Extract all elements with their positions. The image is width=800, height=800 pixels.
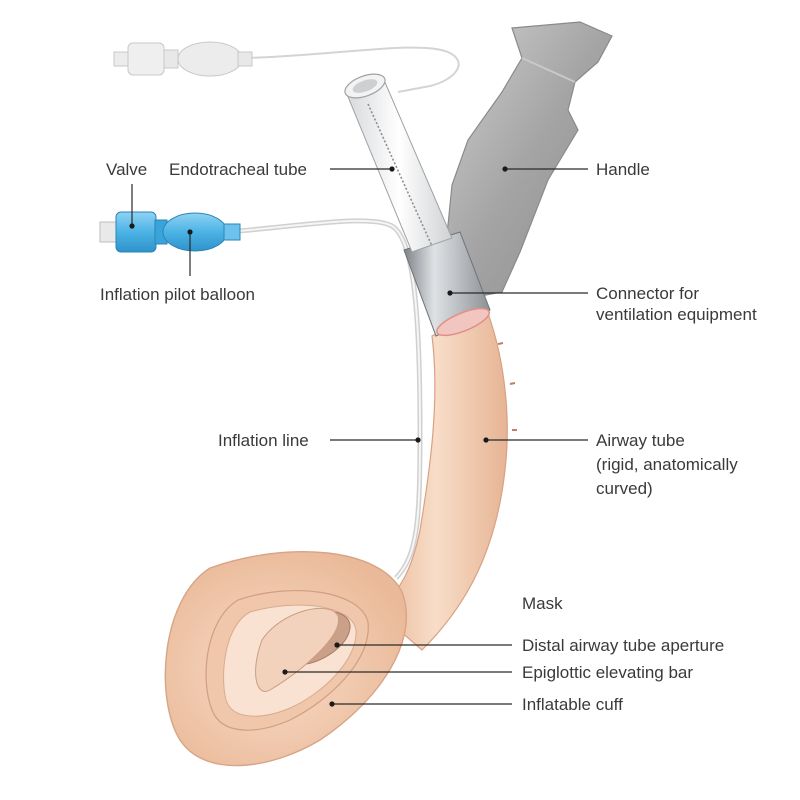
label-handle: Handle	[596, 160, 650, 179]
airway-tube-markings	[497, 342, 517, 431]
mask	[164, 550, 407, 767]
inflation-valve-assembly	[99, 211, 241, 253]
inflation-line	[237, 218, 423, 580]
label-distal-aperture: Distal airway tube aperture	[522, 636, 724, 655]
label-inflatable-cuff: Inflatable cuff	[522, 695, 623, 714]
endotracheal-tube	[345, 79, 453, 253]
label-mask-heading: Mask	[522, 594, 563, 613]
epiglottic-elevating-bar	[255, 608, 339, 692]
label-airway-tube-line2: (rigid, anatomically	[596, 455, 738, 474]
leader-lines	[129, 166, 588, 707]
label-airway-tube-line1: Airway tube	[596, 431, 685, 450]
airway-tube	[377, 307, 508, 651]
label-inflation-pilot-balloon: Inflation pilot balloon	[100, 285, 255, 304]
label-epiglottic-bar: Epiglottic elevating bar	[522, 663, 693, 682]
ghost-valve-assembly	[113, 41, 460, 93]
label-airway-tube-line3: curved)	[596, 479, 653, 498]
label-connector-line1: Connector for	[596, 284, 699, 303]
handle	[444, 21, 613, 299]
label-valve: Valve	[106, 160, 147, 179]
label-connector-line2: ventilation equipment	[596, 305, 757, 324]
label-endotracheal-tube: Endotracheal tube	[169, 160, 307, 179]
label-inflation-line: Inflation line	[218, 431, 309, 450]
